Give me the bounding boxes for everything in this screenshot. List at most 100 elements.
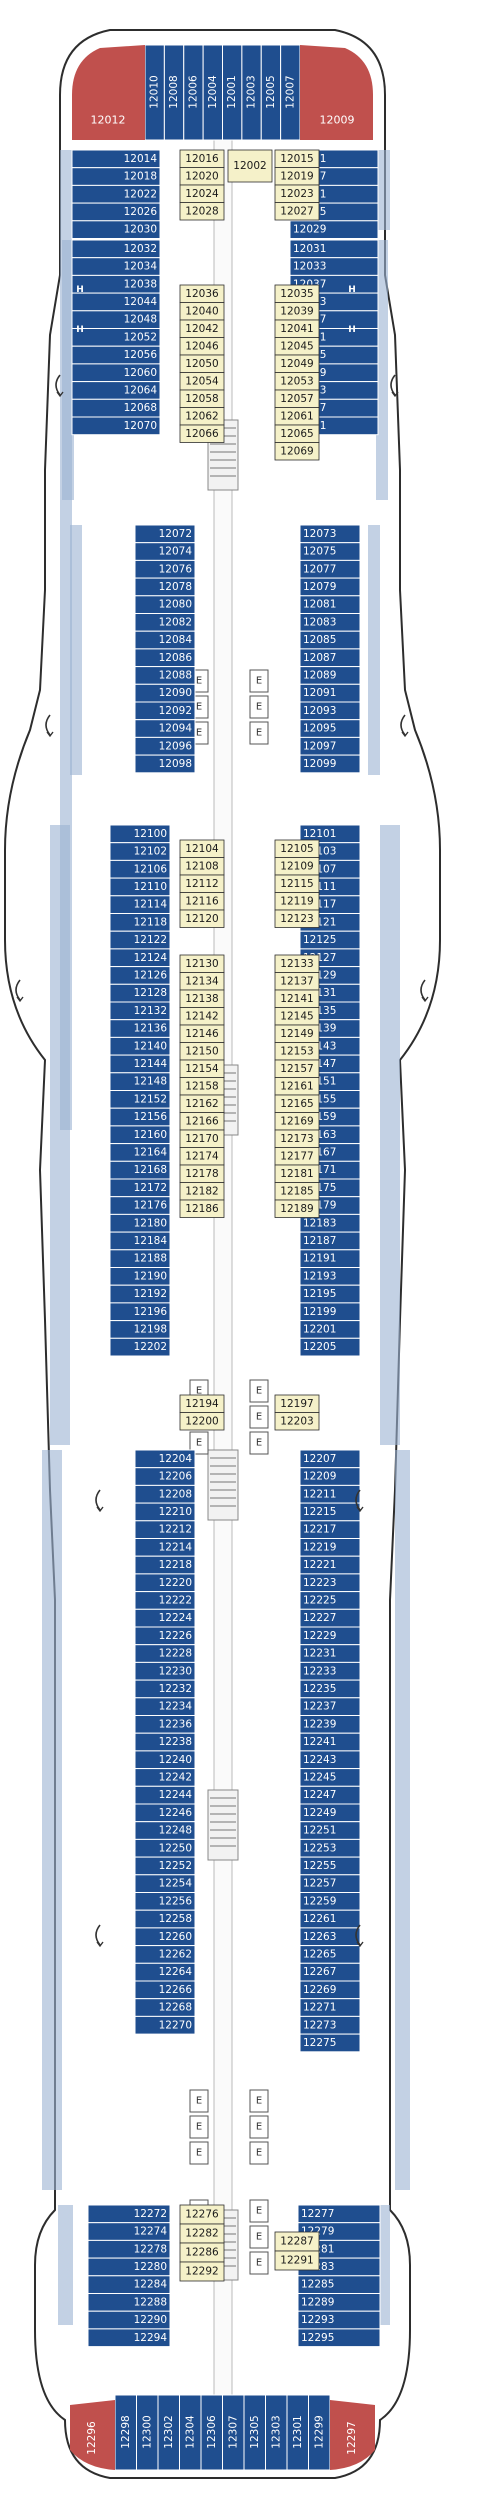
cabin-12080[interactable]: 12080 [134,595,196,614]
cabin-12101[interactable]: 12101 [299,824,361,844]
cabin-12211[interactable]: 12211 [299,1484,361,1504]
cabin-12217[interactable]: 12217 [299,1520,361,1540]
cabin-12264[interactable]: 12264 [134,1962,196,1982]
cabin-12195[interactable]: 12195 [299,1284,361,1304]
cabin-12026[interactable]: 12026 [71,202,161,222]
cabin-12020[interactable]: 12020 [179,167,225,186]
cabin-12028[interactable]: 12028 [179,202,225,221]
cabin-12034[interactable]: 12034 [71,257,161,276]
cabin-12120[interactable]: 12120 [179,909,225,928]
cabin-12036[interactable]: 12036 [179,284,225,303]
cabin-12302[interactable]: 12302 [157,2394,180,2471]
cabin-12196[interactable]: 12196 [109,1302,171,1322]
cabin-12280[interactable]: 12280 [87,2257,171,2277]
cabin-12160[interactable]: 12160 [109,1125,171,1145]
cabin-12166[interactable]: 12166 [179,1112,225,1131]
cabin-12208[interactable]: 12208 [134,1484,196,1504]
cabin-12027[interactable]: 12027 [274,202,320,221]
cabin-12150[interactable]: 12150 [179,1042,225,1061]
cabin-12258[interactable]: 12258 [134,1909,196,1929]
cabin-12145[interactable]: 12145 [274,1007,320,1026]
cabin-12074[interactable]: 12074 [134,542,196,561]
cabin-12209[interactable]: 12209 [299,1467,361,1486]
cabin-12194[interactable]: 12194 [179,1394,225,1413]
cabin-12300[interactable]: 12300 [136,2394,159,2471]
cabin-12234[interactable]: 12234 [134,1697,196,1717]
cabin-12087[interactable]: 12087 [299,648,361,668]
cabin-12009[interactable]: 12009 [300,45,373,140]
cabin-12018[interactable]: 12018 [71,167,161,186]
cabin-12083[interactable]: 12083 [299,613,361,632]
cabin-12236[interactable]: 12236 [134,1715,196,1734]
cabin-12064[interactable]: 12064 [71,381,161,400]
cabin-12076[interactable]: 12076 [134,559,196,579]
cabin-12042[interactable]: 12042 [179,319,225,338]
cabin-12158[interactable]: 12158 [179,1077,225,1096]
cabin-12152[interactable]: 12152 [109,1090,171,1109]
cabin-12004[interactable]: 12004 [202,44,223,141]
cabin-12192[interactable]: 12192 [109,1284,171,1304]
cabin-12231[interactable]: 12231 [299,1644,361,1663]
cabin-12136[interactable]: 12136 [109,1019,171,1038]
cabin-12081[interactable]: 12081 [299,595,361,614]
cabin-12260[interactable]: 12260 [134,1927,196,1947]
cabin-12204[interactable]: 12204 [134,1449,196,1469]
cabin-12154[interactable]: 12154 [179,1059,225,1078]
cabin-12070[interactable]: 12070 [71,416,161,436]
cabin-12058[interactable]: 12058 [179,389,225,408]
cabin-12144[interactable]: 12144 [109,1054,171,1074]
cabin-12030[interactable]: 12030 [71,220,161,240]
cabin-12122[interactable]: 12122 [109,930,171,950]
cabin-12214[interactable]: 12214 [134,1538,196,1557]
cabin-12003[interactable]: 12003 [241,44,262,141]
cabin-12006[interactable]: 12006 [183,44,204,141]
cabin-12085[interactable]: 12085 [299,630,361,650]
cabin-12050[interactable]: 12050 [179,354,225,373]
cabin-12060[interactable]: 12060 [71,363,161,383]
cabin-12170[interactable]: 12170 [179,1129,225,1148]
cabin-12305[interactable]: 12305 [243,2394,266,2471]
cabin-12233[interactable]: 12233 [299,1661,361,1681]
cabin-12238[interactable]: 12238 [134,1732,196,1752]
cabin-12092[interactable]: 12092 [134,701,196,721]
cabin-12137[interactable]: 12137 [274,972,320,991]
cabin-12245[interactable]: 12245 [299,1768,361,1787]
cabin-12303[interactable]: 12303 [265,2394,288,2471]
cabin-12093[interactable]: 12093 [299,701,361,721]
cabin-12254[interactable]: 12254 [134,1874,196,1894]
cabin-12226[interactable]: 12226 [134,1626,196,1646]
cabin-12114[interactable]: 12114 [109,895,171,914]
cabin-12190[interactable]: 12190 [109,1267,171,1286]
cabin-12265[interactable]: 12265 [299,1945,361,1964]
cabin-12297[interactable]: 12297 [330,2400,375,2470]
cabin-12206[interactable]: 12206 [134,1467,196,1486]
cabin-12274[interactable]: 12274 [87,2222,171,2241]
cabin-12098[interactable]: 12098 [134,754,196,774]
cabin-12256[interactable]: 12256 [134,1892,196,1911]
cabin-12133[interactable]: 12133 [274,954,320,973]
cabin-12220[interactable]: 12220 [134,1573,196,1593]
cabin-12157[interactable]: 12157 [274,1059,320,1078]
cabin-12225[interactable]: 12225 [299,1591,361,1610]
cabin-12184[interactable]: 12184 [109,1231,171,1251]
cabin-12307[interactable]: 12307 [222,2394,245,2471]
cabin-12007[interactable]: 12007 [280,44,301,141]
cabin-12292[interactable]: 12292 [179,2261,225,2282]
cabin-12261[interactable]: 12261 [299,1909,361,1929]
cabin-12282[interactable]: 12282 [179,2223,225,2244]
cabin-12001[interactable]: 12001 [222,44,243,141]
cabin-12228[interactable]: 12228 [134,1644,196,1663]
cabin-12278[interactable]: 12278 [87,2239,171,2259]
cabin-12088[interactable]: 12088 [134,666,196,685]
cabin-12012[interactable]: 12012 [72,45,145,140]
cabin-12141[interactable]: 12141 [274,989,320,1008]
cabin-12102[interactable]: 12102 [109,842,171,861]
cabin-12044[interactable]: 12044 [71,292,161,312]
cabin-12072[interactable]: 12072 [134,524,196,544]
cabin-12118[interactable]: 12118 [109,913,171,932]
cabin-12223[interactable]: 12223 [299,1573,361,1593]
cabin-12294[interactable]: 12294 [87,2328,171,2348]
cabin-12266[interactable]: 12266 [134,1980,196,2000]
cabin-12134[interactable]: 12134 [179,972,225,991]
cabin-12177[interactable]: 12177 [274,1147,320,1166]
